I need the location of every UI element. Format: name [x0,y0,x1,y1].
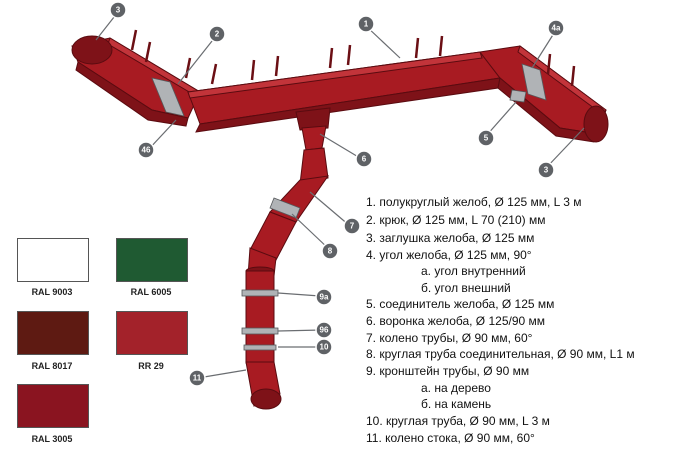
gutter-funnel [295,107,331,151]
legend-item-9a: а. на дерево [421,381,491,395]
legend-item-4a: а. угол внутренний [421,264,526,278]
gutter-end-cap-right [583,105,609,143]
svg-text:46: 46 [142,146,151,155]
callout-9a: 9а [315,288,333,306]
callout-8: 8 [321,242,339,260]
legend-item-5: 5. соединитель желоба, Ø 125 мм [366,297,555,311]
svg-text:4а: 4а [552,24,561,33]
svg-text:8: 8 [328,247,333,256]
legend-item-9b: б. на камень [421,397,492,411]
gutter-main-section [187,51,501,133]
svg-text:96: 96 [320,326,329,335]
svg-text:9а: 9а [320,293,329,302]
svg-text:10: 10 [320,343,329,352]
callout-7: 7 [343,217,361,235]
legend-item-7: 7. колено трубы, Ø 90 мм, 60° [366,331,533,345]
swatch-label-ral-8017: RAL 8017 [31,361,73,371]
legend-item-9: 9. кронштейн трубы, Ø 90 мм [366,364,530,378]
swatch-ral-9003 [17,238,89,282]
gutter-connector-right [509,89,527,103]
callout-2: 2 [208,25,226,43]
legend-item-1: 1. полукруглый желоб, Ø 125 мм, L 3 м [366,195,582,209]
downpipe-straight [241,266,279,364]
svg-text:7: 7 [350,222,355,231]
callout-10: 10 [315,338,333,356]
legend-item-2: 2. крюк, Ø 125 мм, L 70 (210) мм [366,213,546,227]
legend-item-11: 11. колено стока, Ø 90 мм, 60° [366,431,535,445]
legend-item-4b: б. угол внешний [421,281,511,295]
gutter-connector [151,77,185,117]
callout-11: 11 [188,369,206,387]
swatch-label-ral-3005: RAL 3005 [31,434,73,444]
swatch-label-ral-9003: RAL 9003 [31,287,73,297]
swatch-rr-29 [116,311,188,355]
swatch-ral-3005 [17,384,89,428]
svg-text:1: 1 [364,20,369,29]
svg-text:3: 3 [116,6,121,15]
callout-3-top: 3 [109,1,127,19]
swatch-label-ral-6005: RAL 6005 [130,287,172,297]
legend-item-6: 6. воронка желоба, Ø 125/90 мм [366,314,546,328]
swatch-ral-8017 [17,311,89,355]
svg-text:5: 5 [484,134,489,143]
legend-item-4: 4. угол желоба, Ø 125 мм, 90° [366,248,532,262]
svg-text:3: 3 [544,166,549,175]
leader-lines [95,11,585,379]
legend-item-10: 10. круглая труба, Ø 90 мм, L 3 м [366,414,550,428]
swatch-ral-6005 [116,238,188,282]
svg-text:2: 2 [215,30,220,39]
callout-4a: 4а [547,19,565,37]
legend-item-3: 3. заглушка желоба, Ø 125 мм [366,231,535,245]
callout-1: 1 [357,15,375,33]
gutter-corner-band [521,63,547,101]
callout-3-right: 3 [537,161,555,179]
svg-text:11: 11 [193,374,202,383]
callout-96: 96 [315,321,333,339]
gutter-hooks [130,29,576,87]
callout-46: 46 [137,141,155,159]
legend-item-8: 8. круглая труба соединительная, Ø 90 мм… [366,347,635,361]
drain-elbow [245,361,282,410]
swatch-label-rr-29: RR 29 [138,361,164,371]
svg-text:6: 6 [362,155,367,164]
callout-6: 6 [355,150,373,168]
callout-5: 5 [477,129,495,147]
gutter-end-cap-left [71,35,113,65]
